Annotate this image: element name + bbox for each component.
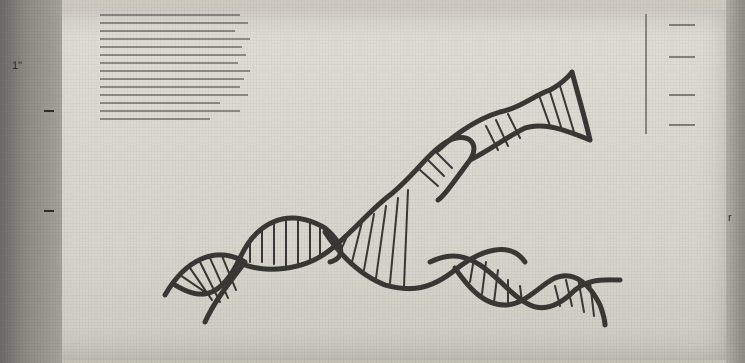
backbone-strand — [455, 268, 605, 325]
base-pair-rung — [390, 198, 398, 283]
helix-rungs — [180, 86, 594, 316]
base-pair-rung — [428, 160, 444, 176]
base-pair-rung — [560, 86, 574, 132]
base-pair-rung — [420, 170, 438, 186]
base-pair-rung — [540, 98, 550, 126]
right-frame-edge — [726, 0, 745, 363]
base-pair-rung — [376, 206, 386, 278]
backbone-strand — [572, 72, 590, 140]
base-pair-rung — [436, 152, 452, 168]
base-pair-rung — [404, 190, 408, 286]
helix-backbones — [165, 72, 620, 325]
base-pair-rung — [550, 92, 562, 130]
frame-edge-mark: r — [728, 212, 732, 224]
base-pair-rung — [364, 214, 374, 270]
